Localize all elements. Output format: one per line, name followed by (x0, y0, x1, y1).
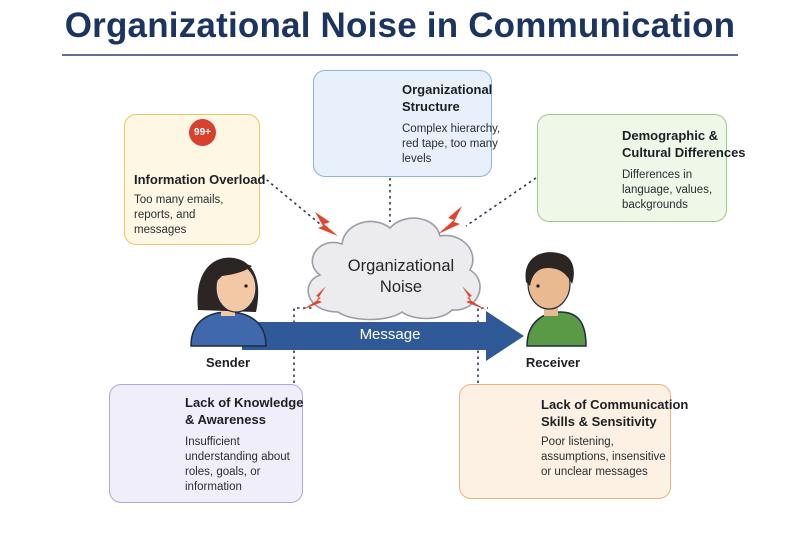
demographic-card (537, 114, 727, 222)
message-label: Message (359, 326, 421, 343)
info-overload-heading: Information Overload (134, 172, 266, 187)
cloud-label: Organizational Noise (347, 257, 455, 296)
lightning-bolt-4 (462, 286, 486, 310)
info-overload-desc: Too many emails, reports, and messages (134, 194, 224, 236)
knowledge-card (109, 384, 303, 503)
connector-demographic (465, 177, 537, 227)
comm-skills-desc: Poor listening, assumptions, insensitive… (541, 436, 666, 478)
receiver-person-icon (525, 252, 587, 347)
page-title: Organizational Noise in Communication (64, 6, 736, 45)
org-structure-heading: Organizational Structure (402, 82, 493, 114)
connector-info-overload (261, 175, 321, 225)
lightning-bolt-3 (302, 286, 326, 310)
demographic-desc: Differences in language, values, backgro… (622, 169, 713, 211)
sender-label: Sender (205, 355, 251, 370)
comm-skills-card (459, 384, 671, 499)
lightning-bolt-1 (315, 212, 338, 236)
demographic-heading: Demographic & Cultural Differences (622, 128, 746, 160)
receiver-label: Receiver (525, 355, 581, 370)
lightning-bolt-2 (438, 206, 462, 234)
comm-skills-heading: Lack of Communication Skills & Sensitivi… (541, 397, 689, 429)
org-structure-desc: Complex hierarchy, red tape, too many le… (402, 123, 501, 165)
knowledge-heading: Lack of Knowledge & Awareness (185, 395, 304, 427)
knowledge-desc: Insufficient understanding about roles, … (185, 436, 290, 493)
notification-badge: 99+ (189, 119, 216, 146)
noise-cloud (307, 217, 481, 321)
connector-comm-skills (477, 307, 488, 383)
connector-knowledge (293, 307, 312, 383)
sender-person-icon (190, 257, 267, 347)
message-arrow (242, 311, 524, 361)
org-structure-card (313, 70, 492, 177)
